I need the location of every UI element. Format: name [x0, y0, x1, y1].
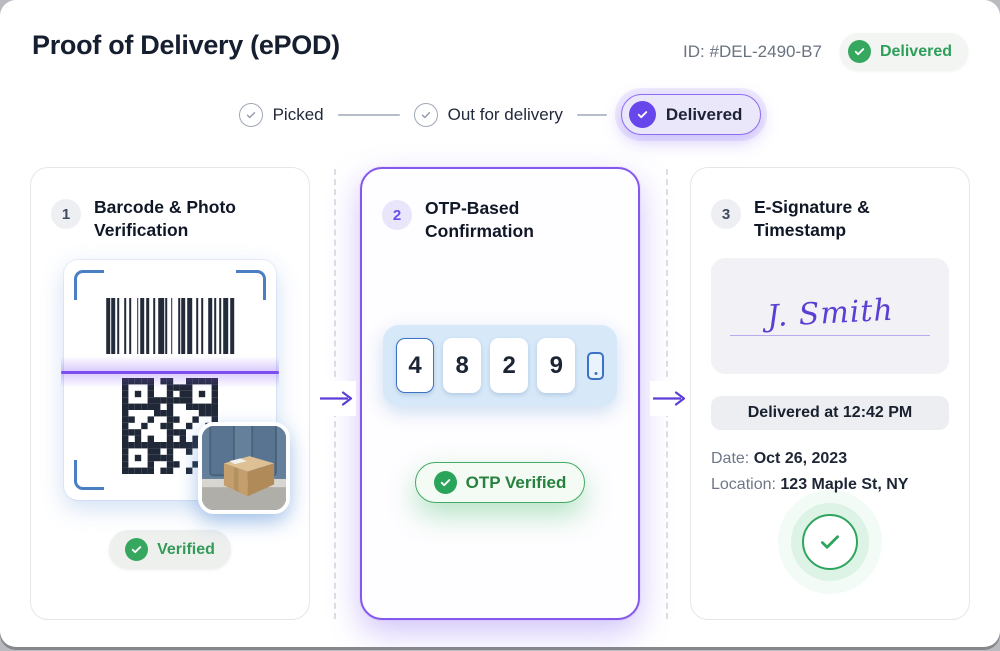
status-badge: Delivered [839, 33, 968, 70]
step-out-for-delivery[interactable]: Out for delivery [413, 102, 563, 127]
check-icon [413, 102, 438, 127]
barcode-image [106, 298, 234, 355]
arrow-right-icon [317, 381, 356, 416]
otp-verified-badge: OTP Verified [414, 462, 586, 504]
card-barcode-photo-verification: 1 Barcode & Photo Verification [30, 167, 310, 620]
scanner-bracket-icon [74, 270, 104, 301]
check-circle-icon [125, 538, 149, 562]
card-esignature-timestamp: 3 E-Signature & Timestamp J. Smith Deliv… [690, 167, 970, 620]
check-icon [238, 102, 263, 127]
location-value: 123 Maple St, NY [780, 476, 909, 494]
verification-steps-row: 1 Barcode & Photo Verification [0, 167, 1000, 622]
otp-digit-input[interactable]: 9 [537, 338, 576, 394]
step-label: Picked [272, 104, 324, 124]
step-label: Delivered [665, 104, 743, 124]
signature-box: J. Smith [711, 258, 949, 375]
header: Proof of Delivery (ePOD) ID: #DEL-2490-B… [0, 0, 1000, 70]
scan-line [61, 356, 279, 389]
delivery-photo-thumbnail[interactable] [198, 422, 290, 515]
delivered-time-bar: Delivered at 12:42 PM [711, 396, 949, 431]
delivery-id: ID: #DEL-2490-B7 [683, 41, 822, 61]
step-picked[interactable]: Picked [238, 102, 324, 127]
signature-text: J. Smith [765, 292, 895, 335]
status-badge-label: Delivered [879, 42, 952, 60]
package-photo [202, 426, 286, 511]
check-icon [628, 101, 656, 128]
phone-icon [587, 351, 604, 380]
step-connector [337, 113, 400, 116]
step-label: Out for delivery [447, 104, 563, 124]
date-row: Date: Oct 26, 2023 [711, 446, 949, 472]
step-delivered-active[interactable]: Delivered [620, 94, 762, 135]
location-row: Location: 123 Maple St, NY [711, 472, 949, 498]
verified-badge-label: Verified [157, 540, 215, 558]
step-number: 1 [51, 199, 81, 229]
step-number: 2 [382, 200, 412, 230]
location-label: Location: [711, 476, 776, 494]
date-label: Date: [711, 450, 750, 468]
arrow-right-icon [650, 381, 689, 416]
card-title: Barcode & Photo Verification [94, 197, 236, 241]
otp-digit-input[interactable]: 2 [490, 338, 529, 394]
date-value: Oct 26, 2023 [753, 450, 848, 468]
check-circle-icon [847, 40, 871, 63]
verified-badge: Verified [109, 530, 231, 570]
page-title: Proof of Delivery (ePOD) [32, 30, 340, 60]
card-title: OTP-Based Confirmation [425, 198, 534, 242]
progress-stepper: Picked Out for delivery Delivered [0, 94, 1000, 135]
check-circle-icon [433, 471, 457, 495]
otp-verified-label: OTP Verified [465, 472, 567, 492]
step-number: 3 [711, 199, 741, 229]
otp-digit-input[interactable]: 8 [443, 338, 482, 394]
card-title: E-Signature & Timestamp [754, 197, 870, 241]
success-check-icon [802, 514, 858, 571]
otp-input-group: 4 8 2 9 [383, 325, 617, 407]
step-connector [576, 113, 607, 116]
delivery-meta: Date: Oct 26, 2023 Location: 123 Maple S… [711, 446, 949, 498]
scanner-bracket-icon [236, 270, 266, 301]
card-header: 3 E-Signature & Timestamp [711, 196, 949, 242]
otp-digit-input[interactable]: 4 [396, 338, 435, 394]
header-right: ID: #DEL-2490-B7 Delivered [683, 33, 968, 70]
scanner-bracket-icon [74, 460, 104, 491]
barcode-scan-area [61, 260, 290, 515]
card-header: 1 Barcode & Photo Verification [51, 196, 289, 242]
card-otp-confirmation: 2 OTP-Based Confirmation 4 8 2 9 OTP Ver… [360, 167, 640, 620]
card-header: 2 OTP-Based Confirmation [382, 197, 618, 243]
signature-line [730, 334, 930, 337]
